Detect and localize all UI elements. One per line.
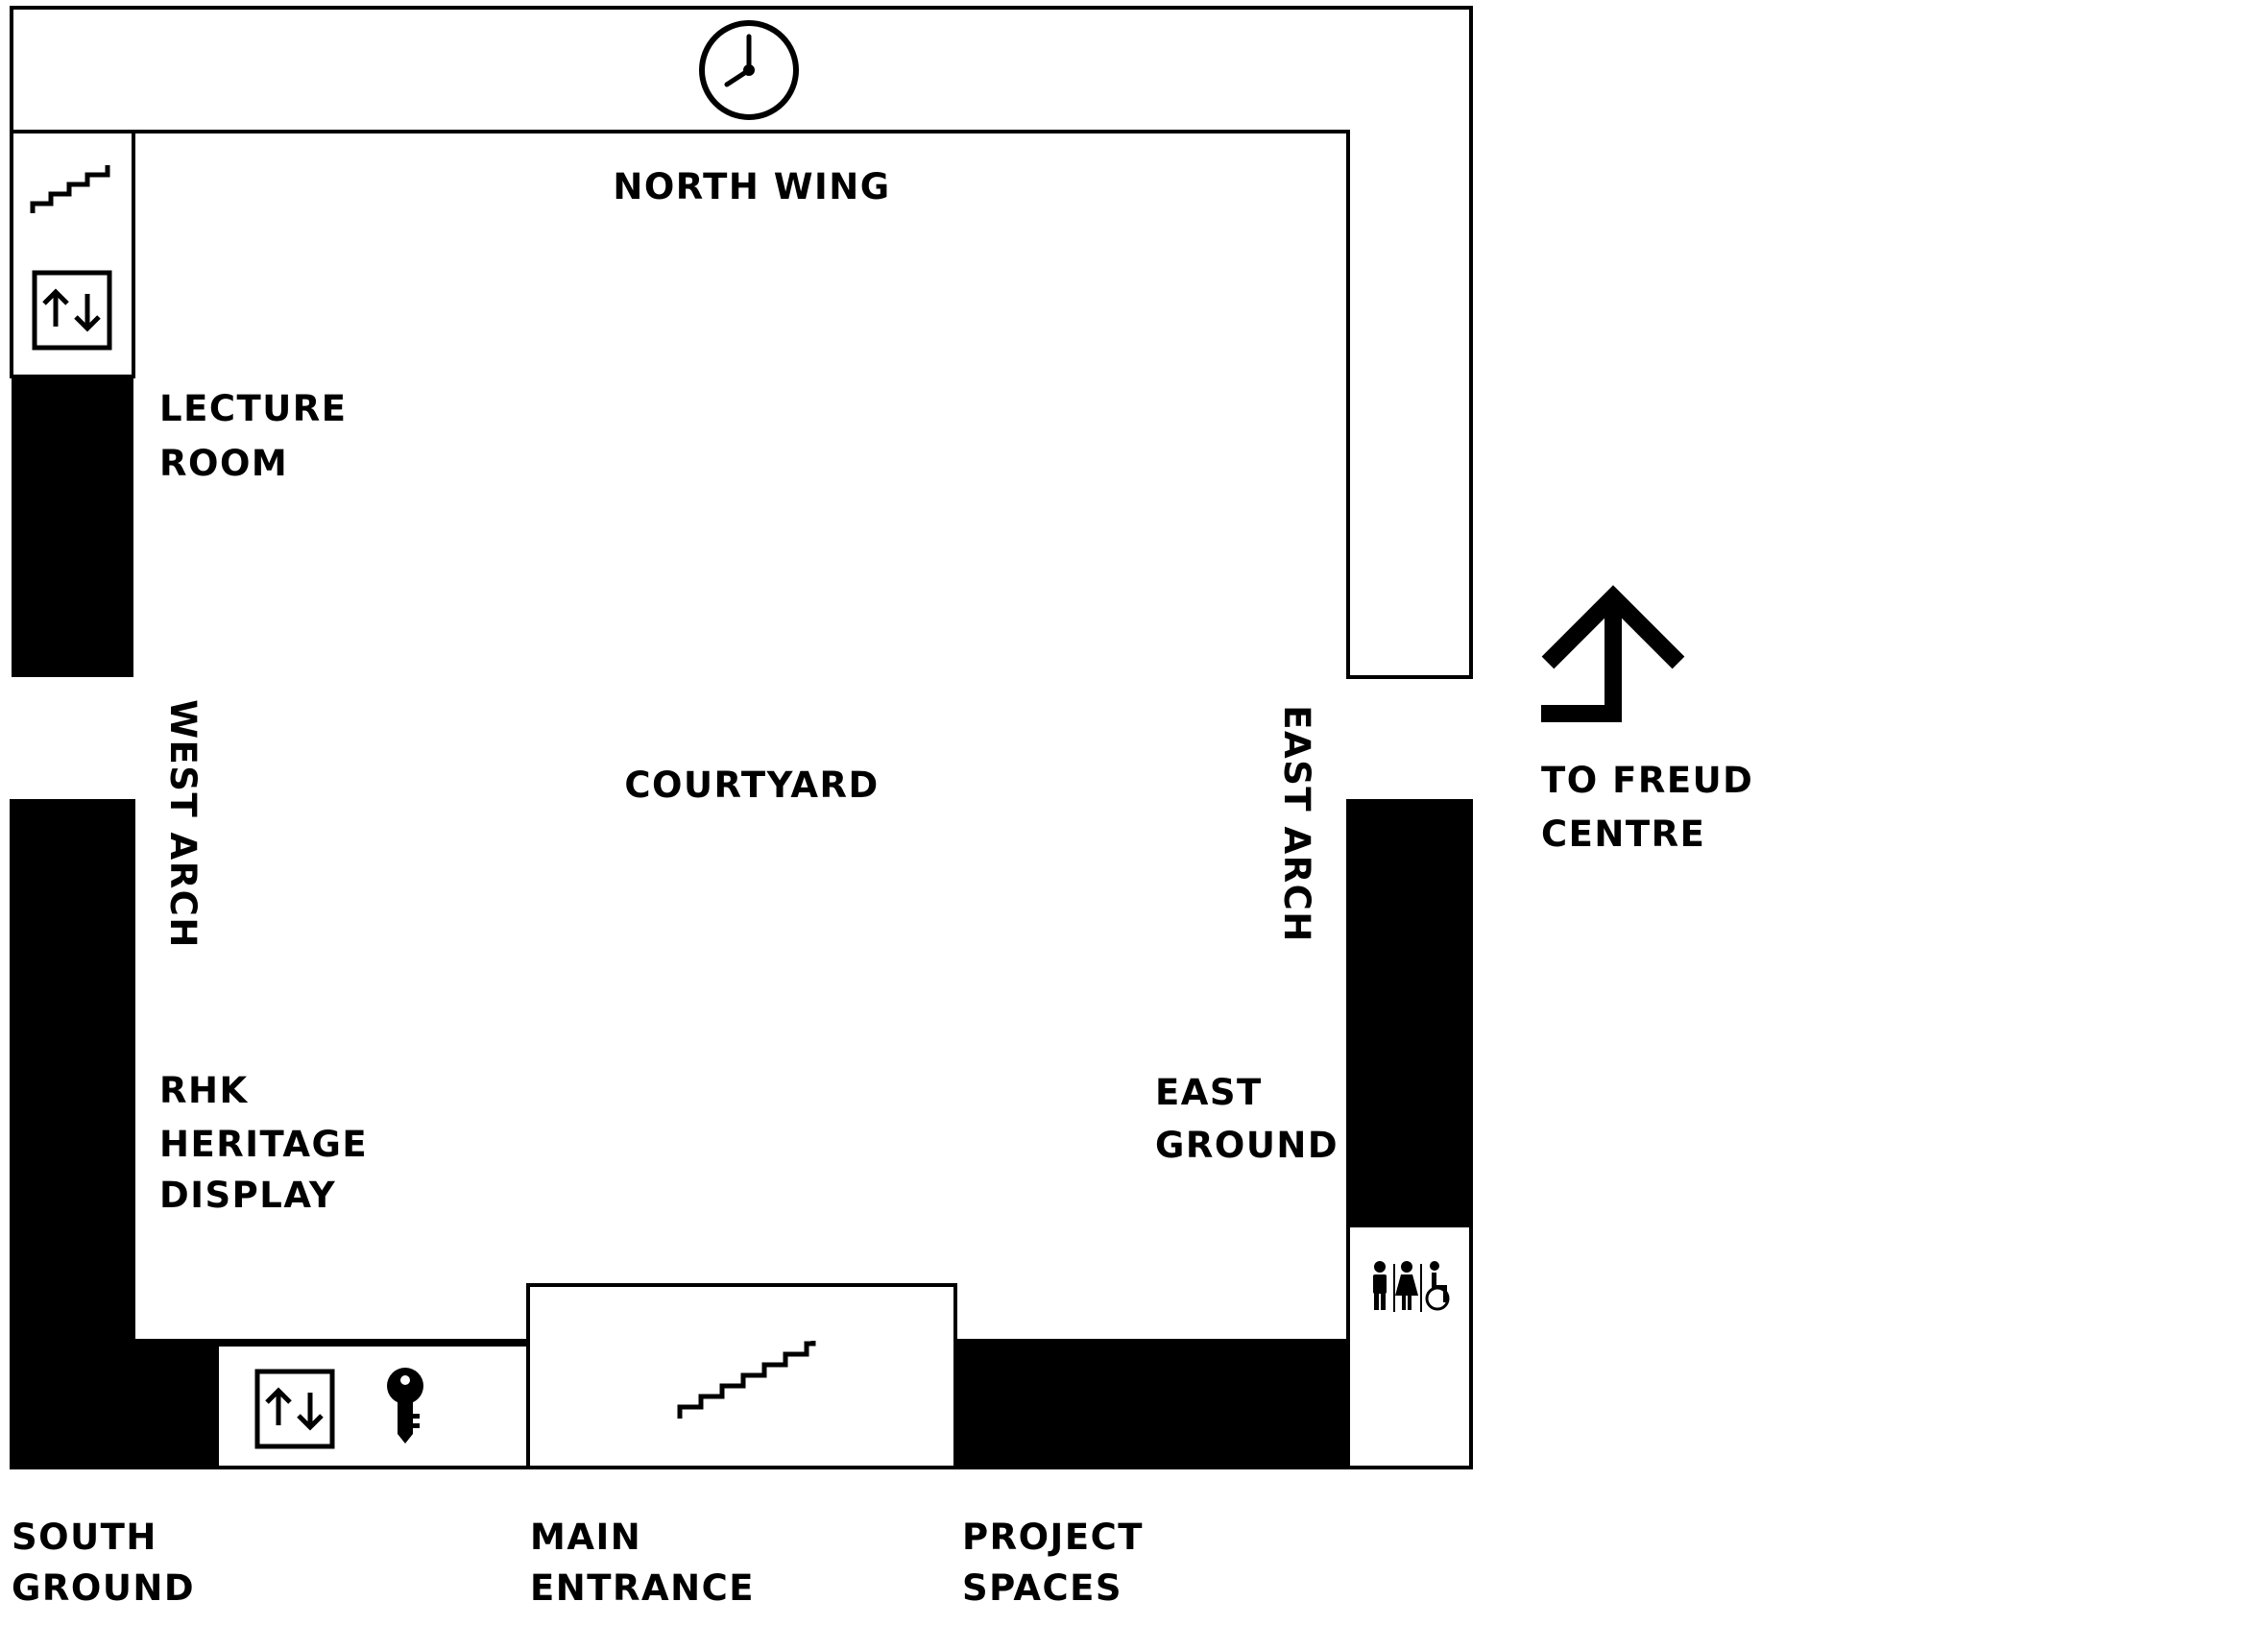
toilets-icon[interactable] — [1373, 1261, 1450, 1312]
block-south-ground — [12, 1341, 217, 1468]
main-entrance-label-line2: ENTRANCE — [530, 1567, 755, 1609]
block-west-upper — [12, 376, 133, 677]
block-west-lower — [12, 799, 133, 1341]
project-spaces-label-line2: SPACES — [962, 1567, 1122, 1609]
stairs-icon[interactable] — [30, 165, 110, 213]
lift-icon[interactable] — [254, 1369, 335, 1449]
main-entrance-label-line1: MAIN — [530, 1517, 641, 1558]
project-spaces-label-line1: PROJECT — [962, 1517, 1144, 1558]
south-ground-label-line1: SOUTH — [12, 1517, 157, 1558]
rhk-heritage-display-label-line3: DISPLAY — [159, 1175, 336, 1216]
labels: NORTH WING LECTURE ROOM COURTYARD WEST A… — [12, 166, 1753, 1609]
lift-icon[interactable] — [32, 270, 112, 351]
toilets-room — [1346, 1224, 1473, 1469]
to-freud-centre-label-line2[interactable]: CENTRE — [1541, 813, 1705, 855]
south-ground-label-line2: GROUND — [12, 1567, 195, 1609]
rhk-heritage-display-label-line2: HERITAGE — [159, 1124, 368, 1165]
courtyard-label: COURTYARD — [624, 764, 879, 806]
rhk-heritage-display-label-line1: RHK — [159, 1070, 249, 1111]
north-wing-label: NORTH WING — [613, 166, 890, 207]
east-ground-label-line2: GROUND — [1155, 1125, 1339, 1166]
block-east-lower — [1348, 799, 1471, 1226]
east-arch-label: EAST ARCH — [1276, 705, 1317, 942]
main-entrance-room[interactable] — [526, 1283, 957, 1469]
west-arch-label: WEST ARCH — [162, 699, 204, 949]
clock-icon[interactable] — [699, 20, 799, 120]
to-freud-centre-label-line1[interactable]: TO FREUD — [1541, 760, 1753, 801]
block-project-spaces — [955, 1343, 1348, 1468]
building-outline — [10, 6, 1473, 1469]
lecture-room-label-line1: LECTURE — [159, 388, 348, 429]
arrow-up-icon[interactable] — [1541, 585, 1685, 722]
lift-upper-room — [10, 130, 135, 378]
east-ground-label-line1: EAST — [1155, 1072, 1263, 1113]
lecture-room-label-line2: ROOM — [159, 443, 288, 484]
key-icon[interactable] — [387, 1368, 423, 1444]
south-services-room — [215, 1343, 530, 1469]
solid-blocks — [12, 376, 1471, 1468]
stairs-icon[interactable] — [677, 1341, 816, 1419]
